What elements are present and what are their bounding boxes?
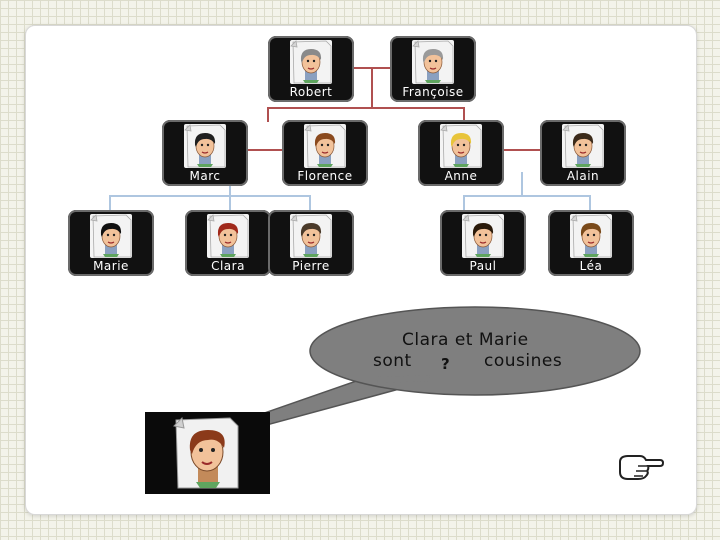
bubble-line-1: Clara et Marie <box>402 330 529 350</box>
person-name: Paul <box>469 259 497 273</box>
answer-blank[interactable]: ? <box>441 355 451 373</box>
man-portrait-icon <box>184 124 226 168</box>
grandfather-portrait-icon <box>290 40 332 84</box>
man-portrait-icon <box>562 124 604 168</box>
speech-bubble-body <box>309 306 641 396</box>
person-card-marie[interactable]: Marie <box>68 210 154 276</box>
descent-line-grandparents <box>267 68 373 122</box>
person-name: Clara <box>211 259 245 273</box>
descent-line-anne-alain <box>463 172 523 212</box>
bubble-line-2-end: cousines <box>484 351 563 371</box>
person-name: Anne <box>444 169 478 183</box>
girl-portrait-icon <box>90 214 132 258</box>
person-card-florence[interactable]: Florence <box>282 120 368 186</box>
person-card-lea[interactable]: Léa <box>548 210 634 276</box>
person-name: Léa <box>579 259 603 273</box>
person-name: Florence <box>297 169 353 183</box>
grandmother-portrait-icon <box>412 40 454 84</box>
person-name: Alain <box>566 169 600 183</box>
person-name: Marie <box>93 259 129 273</box>
girl-portrait-icon <box>207 214 249 258</box>
descent-line-lea <box>522 195 591 212</box>
person-card-alain[interactable]: Alain <box>540 120 626 186</box>
descent-line-pierre <box>230 195 311 212</box>
girl-portrait-icon <box>570 214 612 258</box>
person-name: Françoise <box>402 85 464 99</box>
answer-card[interactable] <box>145 412 270 494</box>
person-name: Robert <box>289 85 333 99</box>
person-card-clara[interactable]: Clara <box>185 210 271 276</box>
woman-portrait-icon <box>440 124 482 168</box>
person-name: Marc <box>189 169 221 183</box>
person-name: Pierre <box>292 259 330 273</box>
woman-portrait-icon <box>304 124 346 168</box>
person-card-pierre[interactable]: Pierre <box>268 210 354 276</box>
person-card-marc[interactable]: Marc <box>162 120 248 186</box>
bubble-line-2-start: sont <box>373 351 412 371</box>
person-card-francoise[interactable]: Françoise <box>390 36 476 102</box>
woman-portrait-icon <box>172 416 239 489</box>
boy-portrait-icon <box>462 214 504 258</box>
boy-portrait-icon <box>290 214 332 258</box>
person-card-robert[interactable]: Robert <box>268 36 354 102</box>
descent-line-grandparents-right <box>372 107 465 122</box>
person-card-anne[interactable]: Anne <box>418 120 504 186</box>
person-card-paul[interactable]: Paul <box>440 210 526 276</box>
pointing-hand-icon[interactable] <box>618 452 664 482</box>
